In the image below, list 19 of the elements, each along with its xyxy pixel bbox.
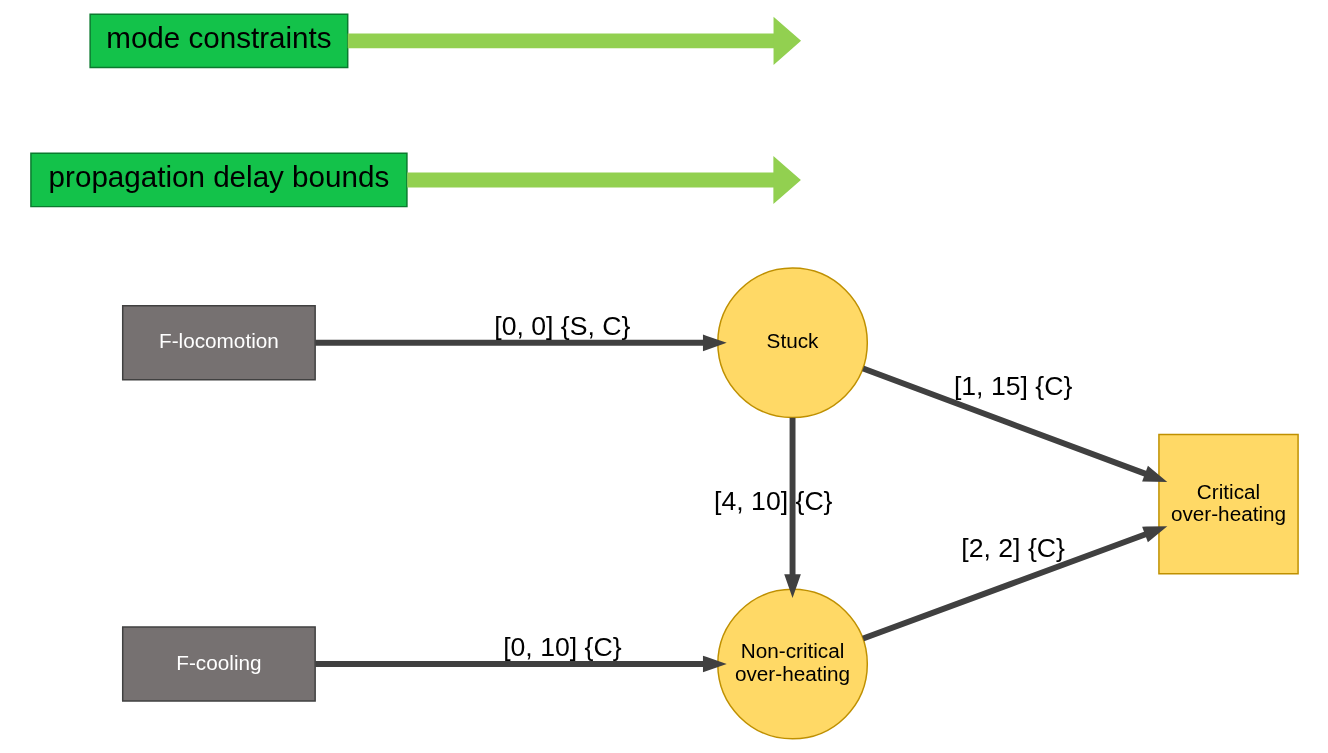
node-box: F-cooling — [121, 626, 316, 702]
node-circle: Non-critical over-heating — [716, 588, 868, 740]
edge-label: [0, 10] {C} — [502, 631, 622, 662]
arrow — [861, 365, 1167, 482]
node-box: F-locomotion — [121, 305, 316, 381]
node-box: mode constraints — [88, 13, 348, 69]
edge-label: [0, 0] {S, C} — [493, 310, 630, 341]
node-box: Critical over-heating — [1157, 433, 1299, 575]
arrow — [861, 526, 1167, 642]
arrow — [314, 334, 727, 352]
node-circle: Stuck — [716, 267, 868, 419]
edge-label: [2, 2] {C} — [960, 532, 1065, 563]
arrow — [314, 655, 727, 673]
node-box: propagation delay bounds — [29, 152, 408, 208]
arrow — [347, 16, 801, 65]
edge-label: [4, 10] {C} — [713, 485, 833, 516]
arrow — [406, 155, 801, 205]
arrow — [783, 417, 801, 599]
edge-label: [1, 15] {C} — [953, 371, 1072, 402]
